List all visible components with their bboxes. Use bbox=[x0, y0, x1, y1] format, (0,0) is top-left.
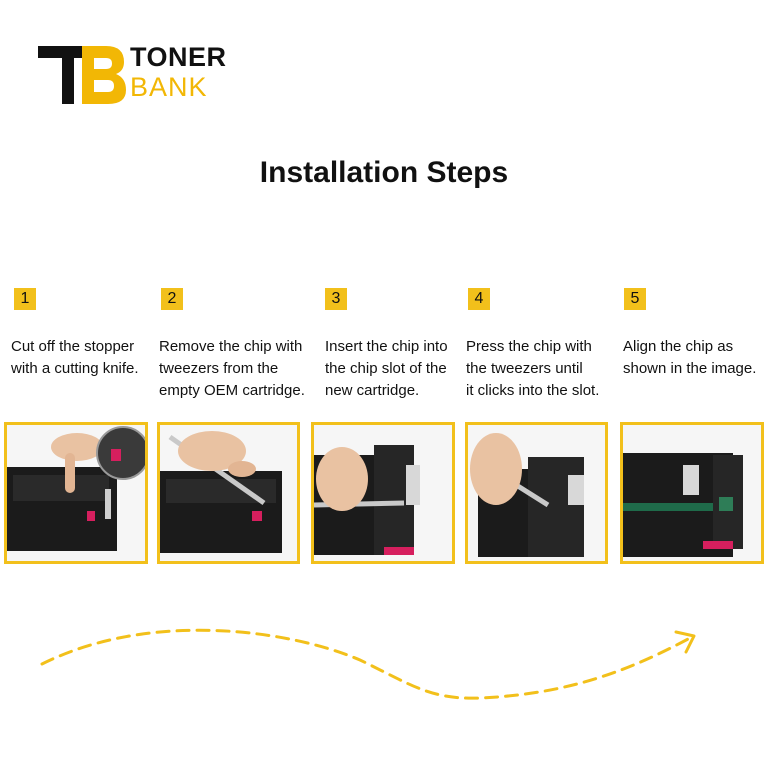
step-2-image bbox=[157, 422, 300, 564]
step-5-badge: 5 bbox=[624, 288, 646, 310]
step-5-text: Align the chip as shown in the image. bbox=[623, 338, 757, 377]
brand-logo: TONER BANK bbox=[36, 38, 256, 108]
brand-name-line1: TONER bbox=[130, 42, 227, 72]
step-1-badge: 1 bbox=[14, 288, 36, 310]
step-2-text: Remove the chip with tweezers from the e… bbox=[159, 338, 305, 399]
step-3-text: Insert the chip into the chip slot of th… bbox=[325, 338, 448, 399]
step-4-image bbox=[465, 422, 608, 564]
step-4-badge: 4 bbox=[468, 288, 490, 310]
step-4-text: Press the chip with the tweezers until i… bbox=[466, 338, 600, 399]
brand-name-line2: BANK bbox=[130, 72, 208, 102]
tb-monogram-icon bbox=[38, 46, 126, 104]
step-1-image bbox=[4, 422, 148, 564]
step-1-text: Cut off the stopper with a cutting knife… bbox=[11, 338, 139, 377]
step-3-image bbox=[311, 422, 455, 564]
step-3-badge: 3 bbox=[325, 288, 347, 310]
flow-arrow-icon bbox=[40, 628, 696, 700]
step-2-badge: 2 bbox=[161, 288, 183, 310]
step-5-image bbox=[620, 422, 764, 564]
page-title: Installation Steps bbox=[259, 156, 509, 189]
